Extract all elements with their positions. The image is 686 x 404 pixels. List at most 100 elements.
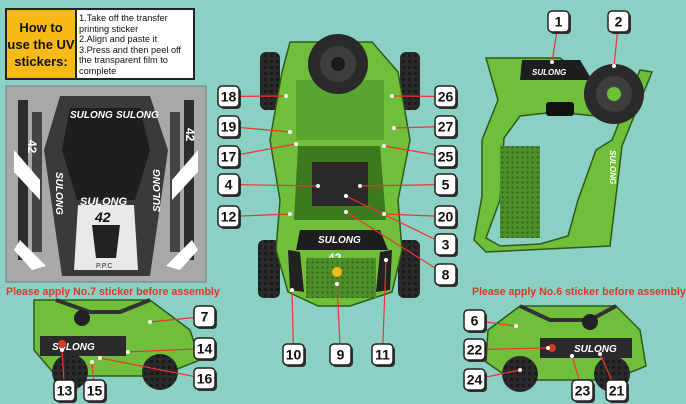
leader-dot-20 (382, 212, 386, 216)
callout-label-14: 14 (197, 341, 213, 357)
controller: SULONG SULONG (473, 57, 654, 253)
leader-dot-8 (344, 210, 348, 214)
callout-label-7: 7 (201, 309, 209, 325)
callout-10: 10 (282, 343, 306, 367)
callout-1: 1 (547, 10, 571, 34)
callout-25: 25 (434, 145, 458, 169)
callout-9: 9 (329, 343, 353, 367)
sticker-number-right: 42 (183, 128, 197, 142)
sticker-brand-2: SULONG (116, 110, 159, 121)
leader-line-3 (345, 195, 446, 246)
callout-label-4: 4 (225, 177, 233, 193)
sticker-brand-3: SULONG (80, 196, 128, 208)
controller-brand-vertical: SULONG (608, 150, 617, 184)
side-left-wheel-rear (142, 354, 178, 390)
leader-dot-6 (514, 324, 518, 328)
callout-26: 26 (434, 85, 458, 109)
callout-label-27: 27 (438, 119, 454, 135)
sticker-number-left: 42 (25, 140, 39, 154)
leader-dot-4 (316, 184, 320, 188)
leader-dot-27 (392, 126, 396, 130)
uv-sticker-sheet: SULONG SULONG SULONG SULONG SULONG 42 42… (5, 85, 207, 283)
instructions-steps: 1.Take off the transfer printing sticker… (79, 13, 193, 76)
sticker-guide-diagram: How to use the UV stickers: 1.Take off t… (5, 8, 686, 403)
leader-dot-24 (518, 368, 522, 372)
leader-dot-2 (612, 64, 616, 68)
callout-6: 6 (463, 309, 487, 333)
leader-dot-12 (288, 212, 292, 216)
leader-dot-1 (550, 60, 554, 64)
callout-label-5: 5 (442, 177, 450, 193)
leader-line-8 (345, 211, 446, 276)
sticker-brand-vertical-right: SULONG (152, 169, 163, 212)
callout-label-3: 3 (442, 237, 450, 253)
callout-17: 17 (217, 145, 241, 169)
callout-label-11: 11 (375, 347, 390, 363)
instructions-title: How to use the UV stickers: (7, 10, 77, 78)
callout-14: 14 (193, 337, 217, 361)
callout-11: 11 (371, 343, 395, 367)
callout-label-21: 21 (609, 383, 625, 399)
leader-line-16 (99, 357, 205, 380)
callout-label-24: 24 (467, 372, 483, 388)
callout-label-10: 10 (286, 347, 302, 363)
sticker-side-strips (14, 100, 198, 270)
callout-label-25: 25 (438, 149, 454, 165)
car-top-view: SULONG 42 (258, 34, 420, 307)
leader-line-5 (359, 183, 446, 187)
callout-19: 19 (217, 115, 241, 139)
callout-8: 8 (434, 263, 458, 287)
leader-dot-13 (60, 348, 64, 352)
callout-23: 23 (571, 379, 595, 403)
car-top-brand: SULONG (318, 235, 361, 246)
controller-brand: SULONG (532, 68, 566, 77)
callout-18: 18 (217, 85, 241, 109)
callout-label-8: 8 (442, 267, 450, 283)
callout-label-12: 12 (221, 209, 237, 225)
warning-right: Please apply No.6 sticker before assembl… (472, 286, 686, 298)
callout-27: 27 (434, 115, 458, 139)
callout-label-23: 23 (575, 383, 591, 399)
callout-24: 24 (463, 368, 487, 392)
instruction-step-3: 3.Press and then peel off the transparen… (79, 44, 181, 76)
leader-line-11 (381, 259, 387, 355)
tire-rear-left (258, 240, 280, 298)
callout-label-1: 1 (555, 14, 563, 30)
leader-line-4 (228, 183, 319, 187)
sticker-brand-1: SULONG (70, 110, 113, 121)
callout-5: 5 (434, 173, 458, 197)
leader-dot-10 (290, 288, 294, 292)
side-right-brand: SULONG (574, 344, 617, 355)
sticker-hood-shape (44, 96, 168, 276)
sticker-number-center: 42 (94, 209, 111, 225)
leader-dot-18 (284, 94, 288, 98)
callout-2: 2 (607, 10, 631, 34)
callout-label-6: 6 (471, 313, 479, 329)
callout-20: 20 (434, 205, 458, 229)
leader-dot-21 (598, 352, 602, 356)
leader-dot-15 (90, 360, 94, 364)
sticker-brand-vertical-left: SULONG (53, 172, 64, 215)
leader-dot-14 (126, 350, 130, 354)
callout-label-2: 2 (615, 14, 623, 30)
callout-15: 15 (83, 379, 107, 403)
car-side-view-left: SULONG (33, 298, 201, 390)
leader-dot-17 (294, 142, 298, 146)
car-side-view-right: SULONG (485, 304, 647, 392)
leader-line-14 (127, 347, 205, 353)
callout-label-9: 9 (337, 347, 345, 363)
side-left-brand: SULONG (52, 342, 95, 353)
callout-3: 3 (434, 233, 458, 257)
leader-dot-5 (358, 184, 362, 188)
callout-label-20: 20 (438, 209, 454, 225)
callout-12: 12 (217, 205, 241, 229)
tire-front-right (400, 52, 420, 110)
callout-22: 22 (463, 338, 487, 362)
callout-label-15: 15 (87, 383, 103, 399)
diagram-canvas: SULONG SULONG SULONG SULONG SULONG 42 42… (5, 10, 654, 403)
leader-dot-7 (148, 320, 152, 324)
instruction-step-1: 1.Take off the transfer printing sticker (79, 13, 168, 34)
leader-dot-22 (546, 346, 550, 350)
callout-label-16: 16 (197, 371, 213, 387)
